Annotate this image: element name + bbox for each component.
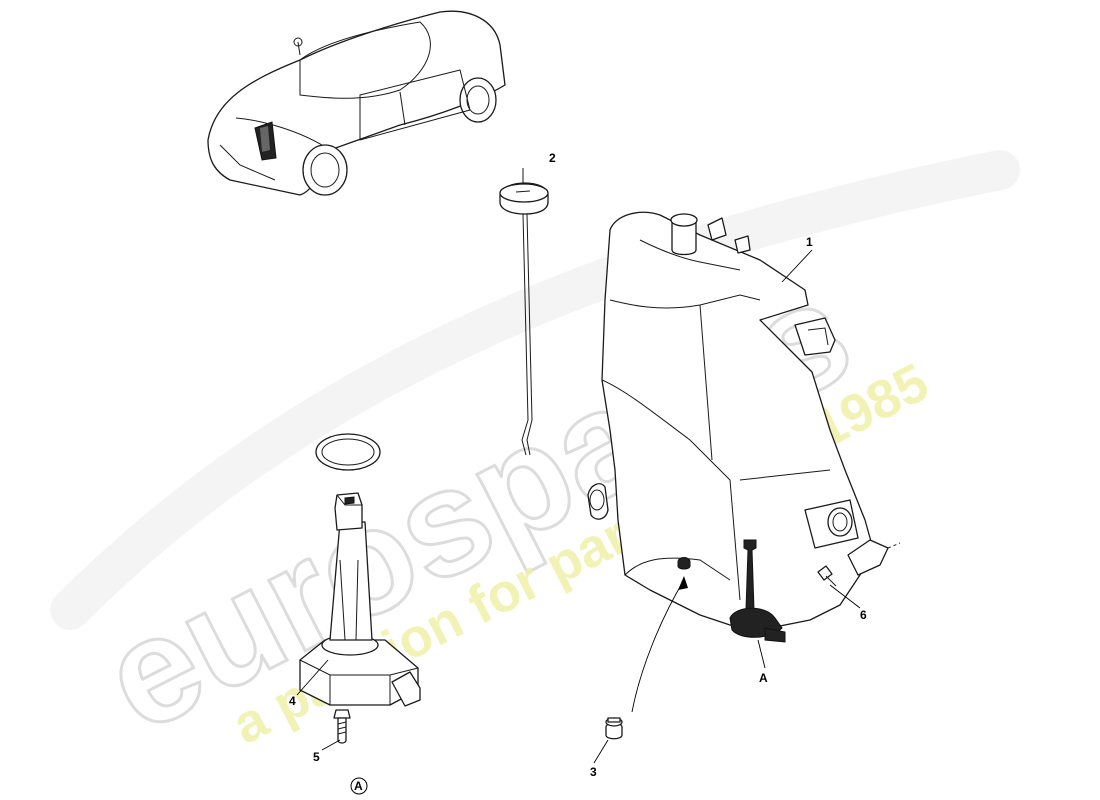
watermark: eurospares a passion for parts since 198… (50, 150, 1020, 765)
callout-3: 3 (590, 765, 597, 779)
callout-view-a: A (759, 671, 768, 685)
leader-lines (296, 168, 861, 764)
callout-6: 6 (860, 608, 867, 622)
washer-reservoir (587, 211, 901, 643)
o-ring (315, 433, 381, 471)
callout-detail-a: A (354, 779, 363, 793)
bolt (333, 709, 351, 744)
callout-5: 5 (313, 750, 320, 764)
callout-2: 2 (549, 151, 556, 165)
callout-4: 4 (289, 694, 296, 708)
callouts: 1 2 3 4 5 6 A A (289, 151, 867, 795)
detail-a-circle (350, 777, 368, 795)
grommet (605, 717, 623, 740)
bolt-6 (817, 565, 837, 587)
callout-1: 1 (806, 235, 813, 249)
car-overview-icon (207, 10, 506, 196)
filler-cap-dipstick (499, 182, 549, 456)
level-sensor (299, 492, 421, 707)
